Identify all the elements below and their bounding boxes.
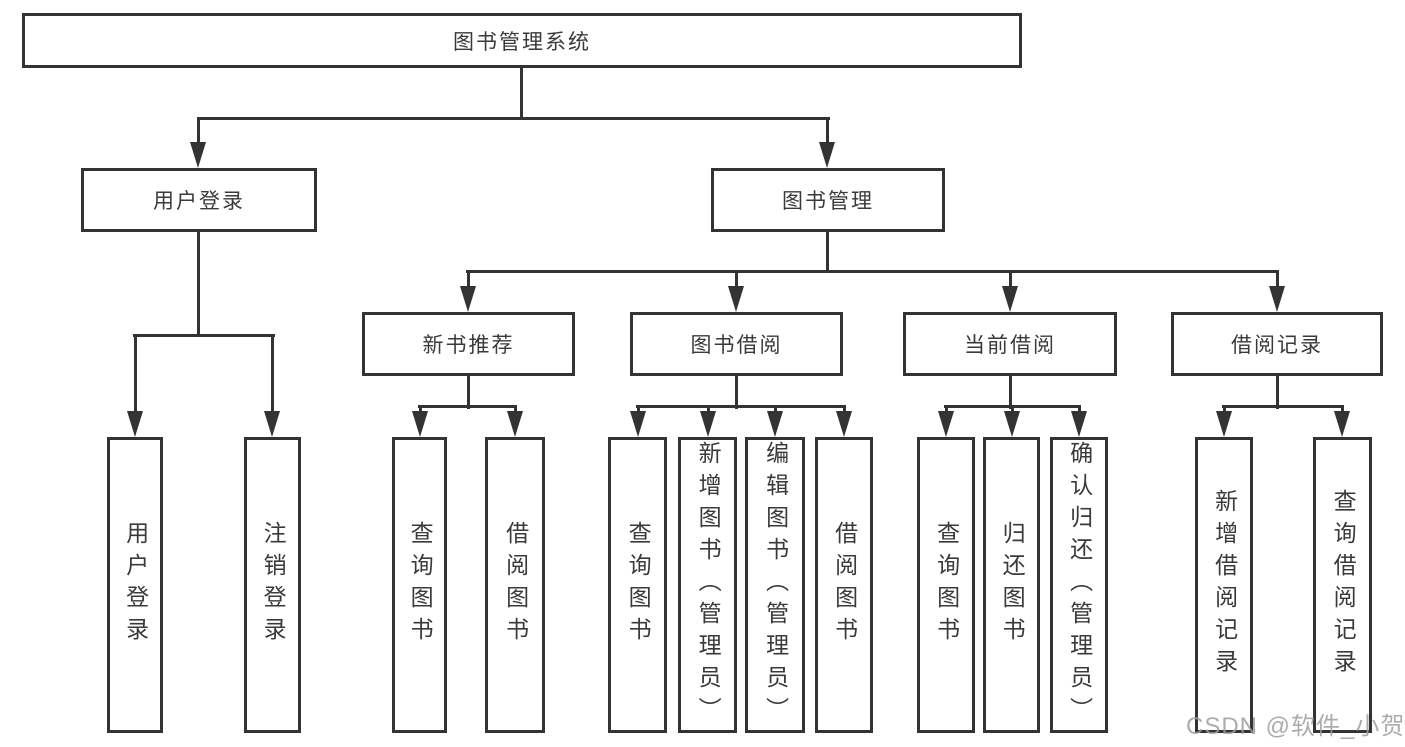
arrow-down-icon [767,411,783,437]
connector-g2-stub [735,376,738,409]
connector-g4-stub [1276,376,1279,409]
leaf-add-books-admin: 新增图书（管理员） [678,437,737,733]
leaf-query-books-2-label: 查询图书 [625,521,652,649]
arrow-down-icon [938,411,954,437]
arrow-down-icon [412,411,428,437]
leaf-logout-label: 注销登录 [260,521,287,649]
node-new-book-recommend: 新书推荐 [362,312,575,376]
connector-l2-stem-1 [467,270,470,290]
arrow-down-icon [1216,411,1232,437]
leaf-user-login: 用户登录 [107,437,163,733]
leaf-return-books: 归还图书 [983,437,1040,733]
connector-l2-branch [466,270,1278,273]
leaf-add-borrow-record: 新增借阅记录 [1195,437,1253,733]
connector-login-stub [197,232,200,337]
leaf-borrow-books-1-label: 借阅图书 [502,521,529,649]
connector-g2-stem-1 [637,405,640,415]
leaf-edit-books-admin-label: 编辑图书（管理员） [762,441,789,729]
arrow-down-icon [836,411,852,437]
connector-g3-stub [1009,376,1012,409]
leaf-query-books-1-label: 查询图书 [407,521,434,649]
leaf-query-books-3: 查询图书 [917,437,975,733]
connector-g1-branch [418,405,517,408]
leaf-query-borrow-record: 查询借阅记录 [1313,437,1372,733]
leaf-query-books-2: 查询图书 [608,437,667,733]
connector-mgmt-stub [826,232,829,273]
arrow-down-icon [728,286,744,312]
connector-g4-stem-2 [1341,405,1344,415]
watermark: CSDN @软件_小贺同学 [1186,713,1405,740]
connector-g3-stem-1 [945,405,948,415]
leaf-borrow-books-2-label: 借阅图书 [831,521,858,649]
connector-l1-stem-mgmt [826,117,829,145]
connector-l2-stem-2 [735,270,738,290]
connector-g2-stem-4 [843,405,846,415]
connector-g1-stub [467,376,470,409]
node-root-label: 图书管理系统 [453,30,591,54]
connector-g3-stem-2 [1011,405,1014,415]
connector-g3-stem-3 [1078,405,1081,415]
node-root: 图书管理系统 [22,13,1022,68]
connector-g4-stem-1 [1223,405,1226,415]
arrow-down-icon [819,142,835,168]
arrow-down-icon [264,411,280,437]
leaf-edit-books-admin: 编辑图书（管理员） [745,437,805,733]
node-user-login-label: 用户登录 [153,190,245,213]
connector-login-branch [133,334,275,337]
arrow-down-icon [507,411,523,437]
connector-root-stub [520,68,523,120]
leaf-confirm-return-admin: 确认归还（管理员） [1050,437,1108,733]
connector-login-stem-2 [271,334,274,414]
node-book-mgmt-label: 图书管理 [782,190,874,213]
node-current-borrow-label: 当前借阅 [964,334,1056,357]
leaf-query-books-3-label: 查询图书 [933,521,960,649]
connector-g1-stem-1 [419,405,422,415]
connector-l1-branch [197,117,830,120]
arrow-down-icon [630,411,646,437]
connector-login-stem-1 [134,334,137,414]
arrow-down-icon [127,411,143,437]
node-new-book-recommend-label: 新书推荐 [422,334,515,357]
leaf-confirm-return-admin-label: 确认归还（管理员） [1066,441,1093,729]
connector-g2-stem-3 [774,405,777,415]
leaf-add-books-admin-label: 新增图书（管理员） [695,441,722,729]
leaf-borrow-books-1: 借阅图书 [485,437,545,733]
connector-g4-branch [1222,405,1344,408]
arrow-down-icon [1002,286,1018,312]
leaf-logout: 注销登录 [244,437,301,733]
leaf-query-books-1: 查询图书 [392,437,447,733]
leaf-user-login-label: 用户登录 [122,521,149,649]
connector-l2-stem-4 [1276,270,1279,290]
arrow-down-icon [700,411,716,437]
leaf-query-borrow-record-label: 查询借阅记录 [1330,489,1357,681]
connector-l2-stem-3 [1009,270,1012,290]
arrow-down-icon [1334,411,1350,437]
arrow-down-icon [1004,411,1020,437]
node-user-login: 用户登录 [81,168,317,232]
node-current-borrow: 当前借阅 [903,312,1117,376]
leaf-add-borrow-record-label: 新增借阅记录 [1211,489,1238,681]
node-borrow-records-label: 借阅记录 [1231,334,1323,357]
node-book-borrow-label: 图书借阅 [690,334,783,357]
leaf-return-books-label: 归还图书 [999,521,1026,649]
connector-g2-stem-2 [707,405,710,415]
arrow-down-icon [1269,286,1285,312]
arrow-down-icon [460,286,476,312]
node-borrow-records: 借阅记录 [1171,312,1383,376]
arrow-down-icon [190,142,206,168]
node-book-mgmt: 图书管理 [711,168,945,232]
connector-l1-stem-login [197,117,200,145]
leaf-borrow-books-2: 借阅图书 [815,437,873,733]
node-book-borrow: 图书借阅 [630,312,843,376]
arrow-down-icon [1071,411,1087,437]
connector-g2-branch [636,405,846,408]
connector-g1-stem-2 [514,405,517,415]
